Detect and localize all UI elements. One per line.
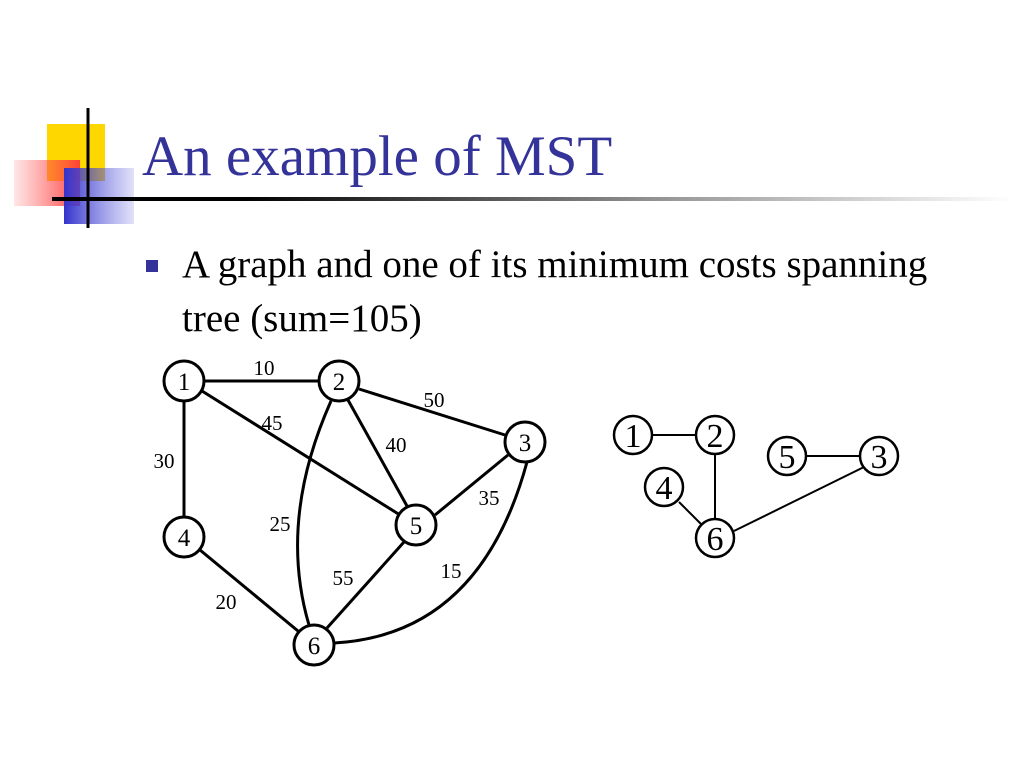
edge-weight-2-6: 25 — [270, 512, 291, 536]
edge-weight-2-5: 40 — [386, 433, 407, 457]
edge-weight-1-2: 10 — [254, 356, 275, 380]
tree-node-label-5: 5 — [779, 439, 796, 476]
slide-logo-decoration — [14, 108, 134, 228]
logo-blue-square — [64, 168, 134, 224]
tree-node-2: 2 — [694, 414, 736, 456]
tree-node-5: 5 — [766, 435, 808, 477]
edge-weight-5-6: 55 — [333, 566, 354, 590]
graph-node-5: 5 — [394, 503, 438, 547]
edge-weight-3-5: 35 — [479, 486, 500, 510]
graph-node-4: 4 — [162, 515, 206, 559]
spanning-tree — [652, 434, 865, 532]
tree-node-label-4: 4 — [656, 470, 673, 507]
edge-weight-1-5: 45 — [262, 411, 283, 435]
edge-4-6 — [199, 548, 299, 633]
tree-edge-4-6 — [678, 501, 702, 525]
tree-node-6: 6 — [694, 517, 736, 559]
edge-1-5 — [201, 389, 401, 517]
graph-node-label-4: 4 — [178, 525, 191, 552]
graph-node-1: 1 — [162, 359, 206, 403]
graph-node-3: 3 — [503, 420, 547, 464]
bullet-marker — [146, 260, 158, 272]
tree-node-label-3: 3 — [871, 439, 888, 476]
tree-node-1: 1 — [612, 414, 654, 456]
edge-weight-2-3: 50 — [424, 388, 445, 412]
edge-2-3 — [358, 387, 506, 437]
weighted-graph-edge-labels: 10 30 45 50 40 25 35 15 20 55 — [154, 356, 500, 614]
graph-node-label-2: 2 — [333, 369, 346, 396]
title-underline — [52, 197, 1012, 201]
slide-title: An example of MST — [142, 125, 613, 188]
tree-node-label-6: 6 — [707, 521, 724, 558]
graph-node-label-6: 6 — [308, 633, 321, 660]
edge-3-6 — [333, 461, 529, 645]
edge-weight-1-4: 30 — [154, 449, 175, 473]
graph-node-label-3: 3 — [519, 430, 532, 457]
tree-node-4: 4 — [643, 466, 685, 508]
edge-weight-3-6: 15 — [441, 559, 462, 583]
edge-5-6 — [325, 540, 406, 630]
edge-2-5 — [346, 399, 409, 507]
graph-node-label-1: 1 — [178, 369, 191, 396]
graph-node-6: 6 — [292, 623, 336, 667]
bullet-text: A graph and one of its minimum costs spa… — [182, 243, 928, 340]
weighted-graph-nodes: 1 2 3 4 5 6 — [162, 359, 547, 667]
edge-3-5 — [434, 453, 509, 517]
tree-node-3: 3 — [858, 435, 900, 477]
tree-node-label-2: 2 — [707, 418, 724, 455]
edge-weight-4-6: 20 — [216, 590, 237, 614]
tree-node-label-1: 1 — [625, 418, 642, 455]
tree-edge-6-3 — [733, 466, 865, 532]
graph-node-label-5: 5 — [410, 513, 423, 540]
graph-node-2: 2 — [317, 359, 361, 403]
edge-2-6 — [296, 400, 333, 626]
spanning-tree-nodes: 1 2 3 4 5 6 — [612, 414, 900, 559]
weighted-graph — [182, 379, 529, 645]
